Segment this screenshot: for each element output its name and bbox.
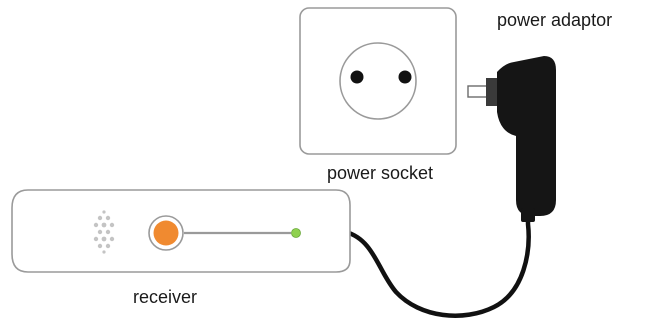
socket-hole-left (350, 70, 364, 84)
adaptor-prong-base (486, 78, 500, 106)
power-cable (343, 210, 531, 318)
power-adaptor-label: power adaptor (497, 10, 613, 30)
adaptor-cable-strain-relief (521, 208, 535, 222)
receiver-label: receiver (133, 287, 198, 307)
power-adaptor-icon (467, 56, 556, 222)
receiver-dot-pattern (93, 210, 115, 254)
power-socket-icon (299, 7, 457, 155)
socket-face (339, 42, 417, 120)
receiver-device-icon (11, 189, 351, 273)
receiver-button (153, 220, 179, 246)
power-socket-label: power socket (327, 163, 434, 183)
socket-hole-right (398, 70, 412, 84)
receiver-led (291, 228, 301, 238)
adaptor-body (497, 56, 556, 216)
